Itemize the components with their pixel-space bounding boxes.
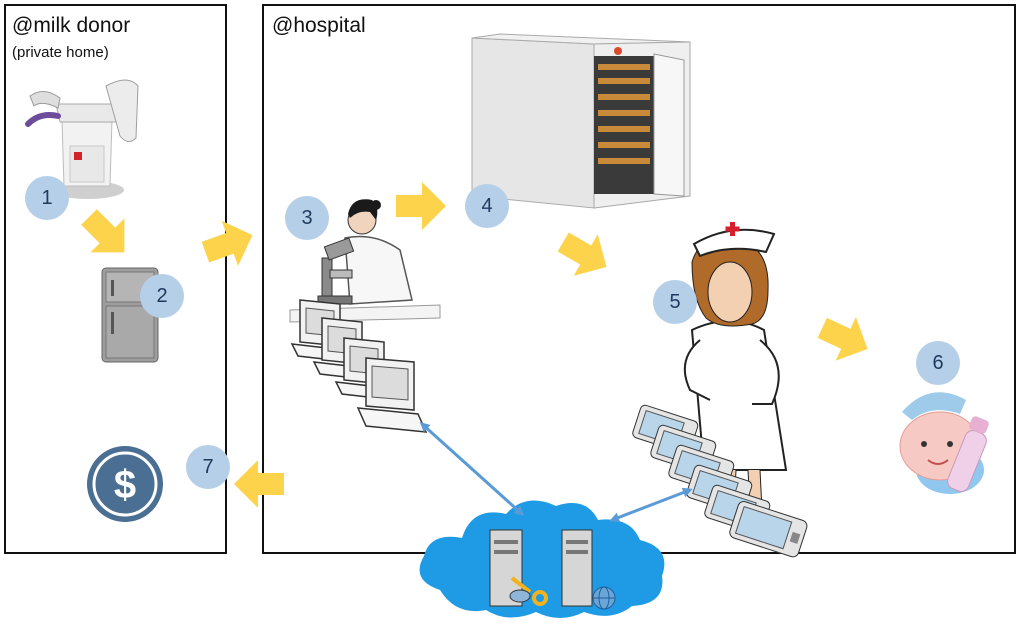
flow-arrow-1-2	[81, 209, 125, 253]
step-number-2: 2	[156, 285, 167, 307]
computer-stack-icon	[290, 299, 428, 433]
step-number-6: 6	[932, 352, 943, 374]
step-badge-7: 7	[186, 445, 230, 489]
network-links	[419, 421, 693, 523]
step-badge-1: 1	[25, 176, 69, 220]
step-badge-6: 6	[916, 341, 960, 385]
cold-room-icon	[471, 33, 691, 209]
flow-arrow-2-3	[201, 220, 253, 266]
flow-arrow-6-7	[234, 460, 284, 508]
flow-arrow-5-6	[817, 317, 868, 361]
svg-text:$: $	[114, 463, 136, 507]
flow-arrows	[81, 182, 868, 508]
dollar-icon: $	[87, 446, 163, 522]
flow-arrow-4-5	[557, 232, 607, 276]
server-globe-icon	[561, 529, 616, 610]
step-badge-2: 2	[140, 274, 184, 318]
link-cloud-handhelds	[609, 487, 693, 523]
milk-donor-subtitle: (private home)	[12, 44, 109, 61]
step-badges: 1 2 3 4 5 6 7	[25, 176, 960, 489]
step-badge-3: 3	[285, 196, 329, 240]
milk-donor-title: @milk donor	[12, 14, 131, 37]
step-number-5: 5	[669, 291, 680, 313]
hospital-title: @hospital	[272, 14, 366, 37]
link-computers-cloud	[419, 421, 525, 517]
breast-pump-icon	[25, 79, 139, 199]
flow-arrow-3-4	[396, 182, 446, 230]
step-badge-5: 5	[653, 280, 697, 324]
step-number-3: 3	[301, 207, 312, 229]
handheld-devices-icon	[632, 404, 808, 558]
server-key-icon	[489, 529, 548, 607]
step-number-4: 4	[481, 195, 492, 217]
step-number-7: 7	[202, 456, 213, 478]
step-badge-4: 4	[465, 184, 509, 228]
step-number-1: 1	[41, 187, 52, 209]
nurse-icon	[683, 222, 788, 511]
cloud-server-icon	[419, 500, 665, 618]
baby-icon	[899, 392, 989, 494]
